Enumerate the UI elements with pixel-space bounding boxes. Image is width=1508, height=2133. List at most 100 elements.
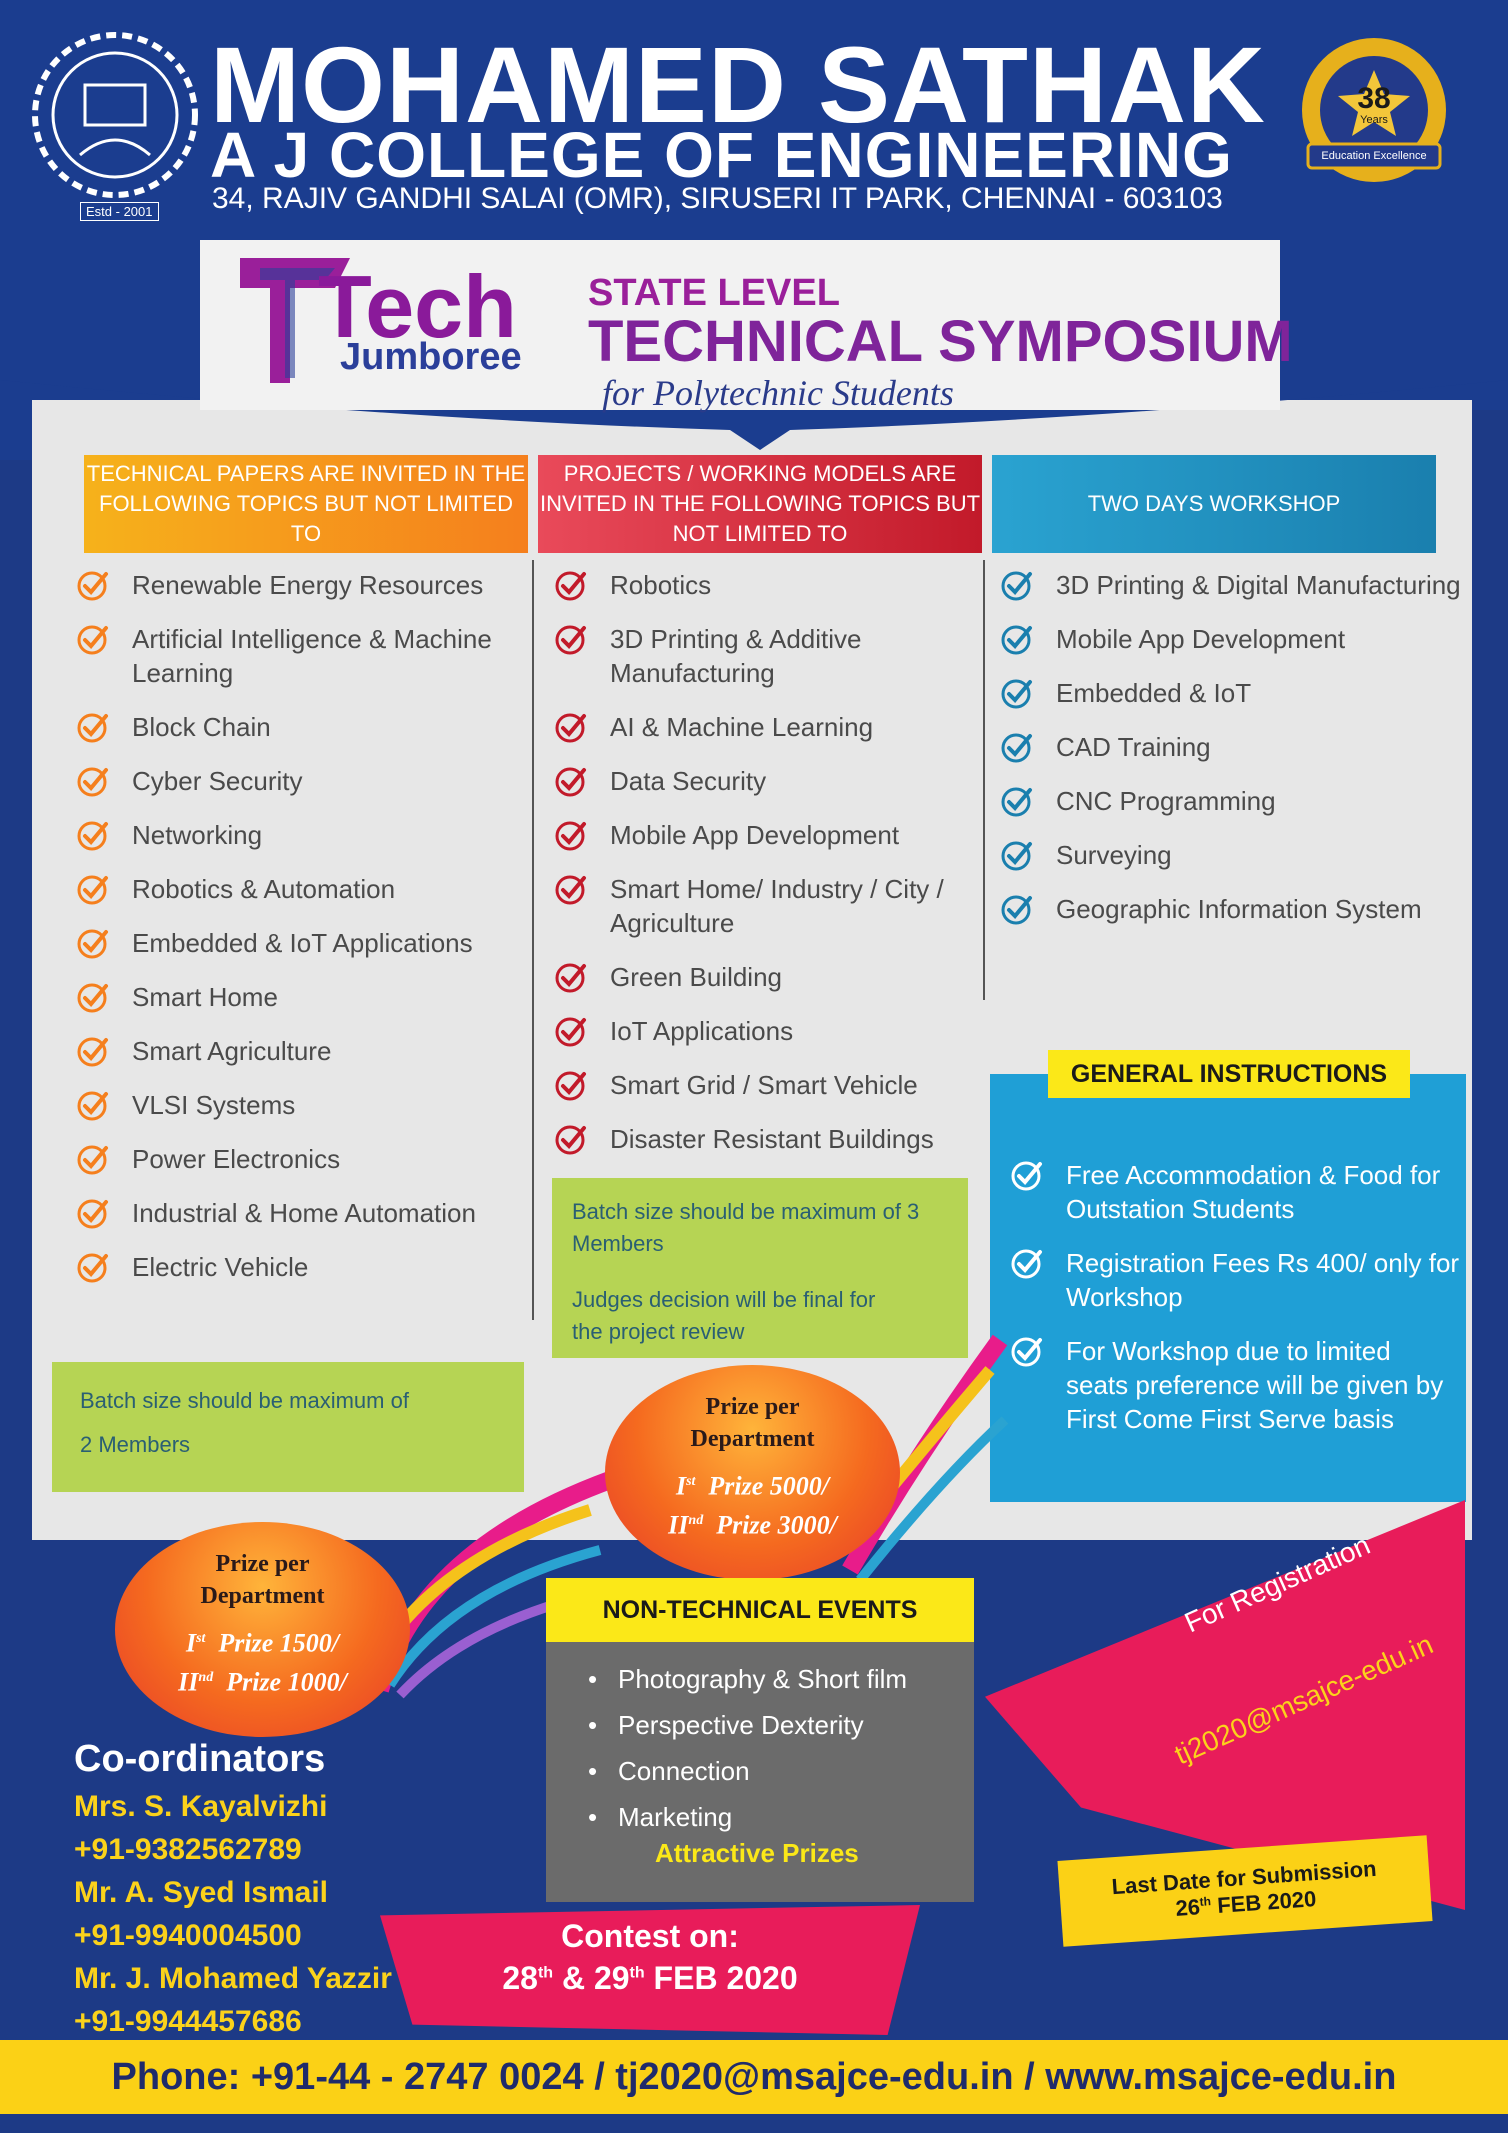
last-date-box: Last Date for Submission 26th FEB 2020 [1057,1835,1433,1947]
coordinator-name: Mrs. S. Kayalvizhi [74,1790,328,1823]
projects-topic-item-label: Mobile App Development [610,820,900,850]
projects-topic-item-label: Disaster Resistant Buildings [610,1124,934,1154]
workshop-topic-item: 3D Printing & Digital Manufacturing [1000,568,1470,602]
tj-logo-tech: Tech [318,257,517,356]
non-technical-list: Photography & Short filmPerspective Dext… [574,1656,954,1840]
papers-batch-note: Batch size should be maximum of 2 Member… [52,1362,524,1492]
estd-label: Estd - 2001 [80,202,159,221]
projects-topic-item-label: Data Security [610,766,767,796]
attractive-prizes-note: Attractive Prizes [655,1838,859,1868]
instructions-box [990,1074,1466,1502]
workshop-topic-item-label: 3D Printing & Digital Manufacturing [1056,570,1461,600]
workshop-topic-item: Embedded & IoT [1000,676,1470,710]
projects-topic-item: Disaster Resistant Buildings [554,1122,974,1156]
non-technical-item: Marketing [574,1794,954,1840]
projects-topic-list: Robotics 3D Printing & Additive Manufactu… [554,568,974,1176]
projects-prize-second: IInd Prize 3000/ [668,1510,837,1540]
contest-label: Contest on: [561,1918,739,1954]
workshop-topic-item: Surveying [1000,838,1470,872]
papers-topic-item-label: Power Electronics [132,1144,341,1174]
college-logo: Estd - 2001 [30,30,200,221]
workshop-topic-item: Geographic Information System [1000,892,1470,926]
papers-topic-item-label: Artificial Intelligence & Machine Learni… [132,624,492,688]
college-name-line1: MOHAMED SATHAK [210,24,1266,145]
college-address: 34, RAJIV GANDHI SALAI (OMR), SIRUSERI I… [212,182,1223,215]
projects-topic-item-label: IoT Applications [610,1016,794,1046]
papers-prize-second: IInd Prize 1000/ [178,1667,347,1697]
contest-ribbon [380,1905,920,2035]
trust-years-number: 38 [1357,82,1391,115]
workshop-topic-item: CNC Programming [1000,784,1470,818]
workshop-topic-item-label: CAD Training [1056,732,1211,762]
projects-topic-item-label: Robotics [610,570,712,600]
projects-topic-item: 3D Printing & Additive Manufacturing [554,622,974,690]
papers-topic-item-label: Renewable Energy Resources [132,570,484,600]
projects-judges-note: Judges decision will be final for the pr… [572,1287,876,1344]
column-divider-right [983,560,985,1000]
projects-topic-item: AI & Machine Learning [554,710,974,744]
projects-topic-item: Robotics [554,568,974,602]
projects-topic-item-label: Smart Home/ Industry / City / Agricultur… [610,874,944,938]
papers-batch-line2: 2 Members [80,1432,191,1457]
papers-heading: TECHNICAL PAPERS ARE INVITED IN THE FOLL… [84,455,528,553]
instructions-list: Free Accommodation & Food for Outstation… [1010,1158,1460,1456]
workshop-topic-item-label: Geographic Information System [1056,894,1422,924]
instruction-item-label: Free Accommodation & Food for Outstation… [1066,1160,1441,1224]
papers-topic-item: Block Chain [76,710,526,744]
papers-prize-title1: Prize per [215,1551,310,1577]
trust-years-word: Years [1360,114,1388,126]
symposium-title: TECHNICAL SYMPOSIUM [588,309,1293,374]
papers-prize-badge: Prize per Department Ist Prize 1500/ IIn… [115,1522,410,1737]
papers-topic-item: Smart Home [76,980,526,1014]
trust-banner-text: Education Excellence [1321,150,1427,162]
papers-topic-item: Artificial Intelligence & Machine Learni… [76,622,526,690]
projects-topic-item-label: AI & Machine Learning [610,712,874,742]
papers-topic-item-label: Networking [132,820,263,850]
workshop-topic-item: Mobile App Development [1000,622,1470,656]
projects-topic-item: IoT Applications [554,1014,974,1048]
papers-topic-item: VLSI Systems [76,1088,526,1122]
instruction-item: For Workshop due to limited seats prefer… [1010,1334,1460,1436]
event-banner [200,240,1280,410]
papers-topic-item: Cyber Security [76,764,526,798]
papers-topic-item: Power Electronics [76,1142,526,1176]
instruction-item-label: For Workshop due to limited seats prefer… [1066,1336,1444,1434]
projects-batch-note: Batch size should be maximum of 3 Member… [572,1199,920,1256]
papers-topic-item: Robotics & Automation [76,872,526,906]
papers-topic-item-label: Smart Agriculture [132,1036,332,1066]
projects-prize-badge: Prize per Department Ist Prize 5000/ IIn… [605,1365,900,1580]
papers-topic-item: Renewable Energy Resources [76,568,526,602]
projects-prize-title1: Prize per [705,1394,800,1420]
instruction-item: Registration Fees Rs 400/ only for Works… [1010,1246,1460,1314]
projects-topic-item: Mobile App Development [554,818,974,852]
coordinator-phone: +91-9944457686 [74,2005,302,2038]
papers-prize-first: Ist Prize 1500/ [185,1628,340,1658]
projects-prize-first: Ist Prize 5000/ [675,1471,830,1501]
header-wave [0,380,1508,460]
papers-batch-line1: Batch size should be maximum of [80,1388,409,1413]
tj-logo-jumboree: Jumboree [340,336,522,378]
papers-topic-item-label: Embedded & IoT Applications [132,928,473,958]
workshop-topic-item-label: Surveying [1056,840,1172,870]
papers-topic-item-label: Robotics & Automation [132,874,396,904]
workshop-heading: TWO DAYS WORKSHOP [992,455,1436,553]
column-divider-left [532,560,534,1320]
non-technical-item: Perspective Dexterity [574,1702,954,1748]
workshop-topic-item-label: CNC Programming [1056,786,1276,816]
audience-label: for Polytechnic Students [602,373,954,413]
papers-topic-item-label: Cyber Security [132,766,303,796]
non-technical-item: Photography & Short film [574,1656,954,1702]
projects-topic-item: Green Building [554,960,974,994]
papers-topic-item: Electric Vehicle [76,1250,526,1284]
tj-logo-mark [240,258,350,383]
papers-topic-item-label: Block Chain [132,712,271,742]
projects-topic-item-label: Smart Grid / Smart Vehicle [610,1070,918,1100]
papers-prize-title2: Department [200,1583,325,1609]
projects-topic-item: Smart Grid / Smart Vehicle [554,1068,974,1102]
papers-topic-item-label: Industrial & Home Automation [132,1198,476,1228]
instructions-heading: GENERAL INSTRUCTIONS [1048,1050,1410,1098]
footer-contact: Phone: +91-44 - 2747 0024 / tj2020@msajc… [0,2040,1508,2114]
projects-topic-item-label: 3D Printing & Additive Manufacturing [610,624,862,688]
projects-topic-item: Smart Home/ Industry / City / Agricultur… [554,872,974,940]
